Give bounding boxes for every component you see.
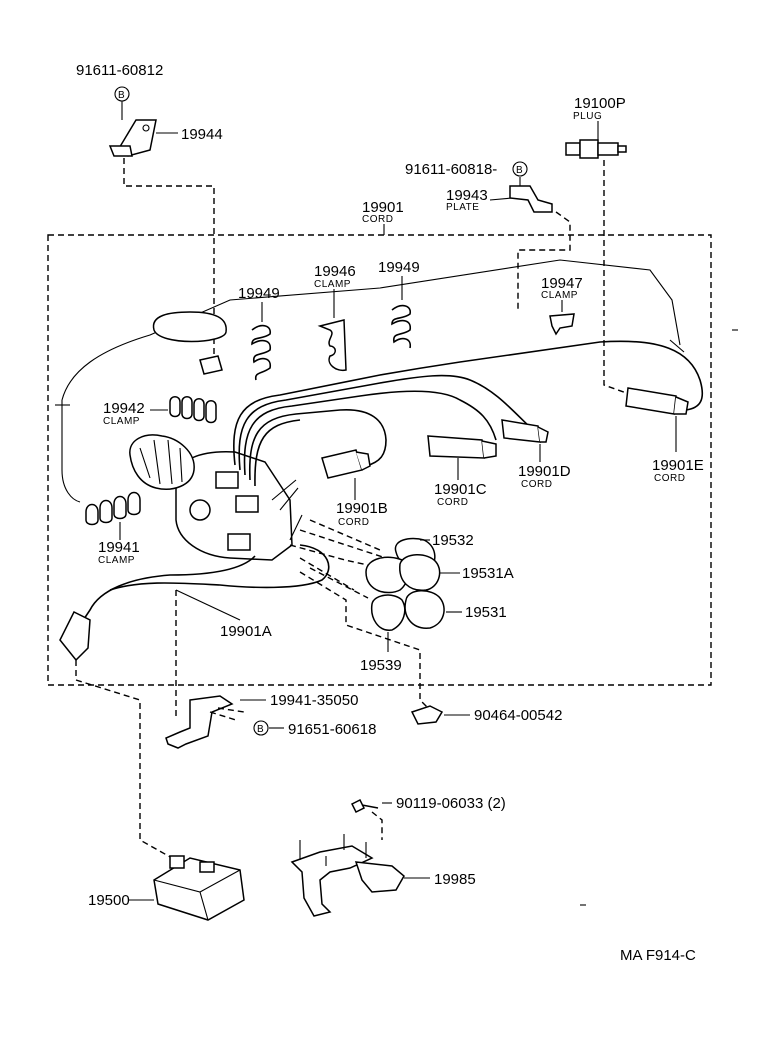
part-number-19947: 19947 bbox=[541, 275, 583, 292]
part-number-19539: 19539 bbox=[360, 657, 402, 674]
clamp-19942 bbox=[169, 396, 217, 424]
clamp-19947 bbox=[549, 313, 575, 336]
label-clamp-19942: CLAMP bbox=[103, 416, 140, 427]
label-plate: PLATE bbox=[446, 202, 479, 213]
label-cord-19901e: CORD bbox=[654, 473, 685, 484]
label-cord-19901c: CORD bbox=[437, 497, 468, 508]
svg-text:B: B bbox=[516, 165, 523, 176]
svg-text:B: B bbox=[118, 90, 125, 101]
clamp-19941 bbox=[85, 491, 141, 526]
part-number-19901e: 19901E bbox=[652, 457, 704, 474]
cord-boot-19901d bbox=[501, 419, 549, 443]
oil-filler-cap bbox=[152, 311, 227, 343]
part-number-19100p: 19100P bbox=[574, 95, 626, 112]
plate-19943 bbox=[509, 185, 553, 213]
bolt-marker-b-top: B bbox=[114, 86, 130, 102]
part-number-19941-35050: 19941-35050 bbox=[270, 692, 358, 709]
part-number-19942: 19942 bbox=[103, 400, 145, 417]
part-number-19531a: 19531A bbox=[462, 565, 514, 582]
part-number-19949-left: 19949 bbox=[238, 285, 280, 302]
clamp-19949-left bbox=[251, 324, 272, 381]
part-number-19901d: 19901D bbox=[518, 463, 571, 480]
cap-19531a bbox=[365, 554, 441, 594]
label-cord-19901d: CORD bbox=[521, 479, 552, 490]
cord-boot-19901a bbox=[59, 610, 91, 662]
part-number-90119-06033: 90119-06033 (2) bbox=[396, 795, 506, 812]
part-number-19901c: 19901C bbox=[434, 481, 487, 498]
bracket-19985 bbox=[290, 834, 405, 917]
part-number-91611-60812: 91611-60812 bbox=[76, 62, 163, 79]
part-number-19943: 19943 bbox=[446, 187, 488, 204]
clamp-19946 bbox=[317, 319, 347, 372]
part-number-19949-right: 19949 bbox=[378, 259, 420, 276]
distributor bbox=[129, 434, 293, 561]
clamp-19949-right bbox=[391, 304, 412, 349]
part-number-91651-60618: 91651-60618 bbox=[288, 721, 376, 738]
part-number-19941: 19941 bbox=[98, 539, 140, 556]
ignition-cords bbox=[79, 340, 704, 626]
label-clamp-19947: CLAMP bbox=[541, 290, 578, 301]
rotor-19539 bbox=[370, 594, 406, 631]
part-number-19500: 19500 bbox=[88, 892, 130, 909]
part-number-91611-60818: 91611-60818- bbox=[405, 161, 497, 178]
label-clamp-19941: CLAMP bbox=[98, 555, 135, 566]
part-number-19531: 19531 bbox=[465, 604, 507, 621]
label-cord-19901b: CORD bbox=[338, 517, 369, 528]
grommet bbox=[199, 355, 223, 375]
part-number-19901b: 19901B bbox=[336, 500, 388, 517]
label-plug: PLUG bbox=[573, 111, 602, 122]
cord-boot-19901c bbox=[427, 435, 497, 459]
label-clamp-19946: CLAMP bbox=[314, 279, 351, 290]
bolt-marker-b-plate: B bbox=[512, 161, 528, 177]
part-number-19946: 19946 bbox=[314, 263, 356, 280]
bracket-19941-35050 bbox=[165, 695, 245, 749]
spark-plug-19100p bbox=[565, 139, 627, 159]
assembly-boundary bbox=[47, 234, 712, 686]
diagram-footer-code: MA F914-C bbox=[620, 947, 696, 964]
bracket-19944 bbox=[108, 119, 157, 157]
cord-boot-19901e bbox=[625, 387, 689, 415]
bolt-marker-b-bottom: B bbox=[253, 720, 269, 736]
label-cord-19901: CORD bbox=[362, 214, 393, 225]
part-number-19901: 19901 bbox=[362, 199, 404, 216]
engine-outline bbox=[55, 259, 685, 503]
part-number-19532: 19532 bbox=[432, 532, 474, 549]
part-number-19944: 19944 bbox=[181, 126, 223, 143]
bolt-90119-06033 bbox=[350, 798, 379, 814]
cord-boot-19901b bbox=[321, 449, 371, 479]
part-number-19901a: 19901A bbox=[220, 623, 272, 640]
cap-19531 bbox=[404, 590, 445, 629]
clip-90464-00542 bbox=[410, 705, 444, 725]
ignition-coil-19500 bbox=[153, 855, 245, 921]
svg-text:B: B bbox=[257, 724, 264, 735]
part-number-90464-00542: 90464-00542 bbox=[474, 707, 562, 724]
part-number-19985: 19985 bbox=[434, 871, 476, 888]
